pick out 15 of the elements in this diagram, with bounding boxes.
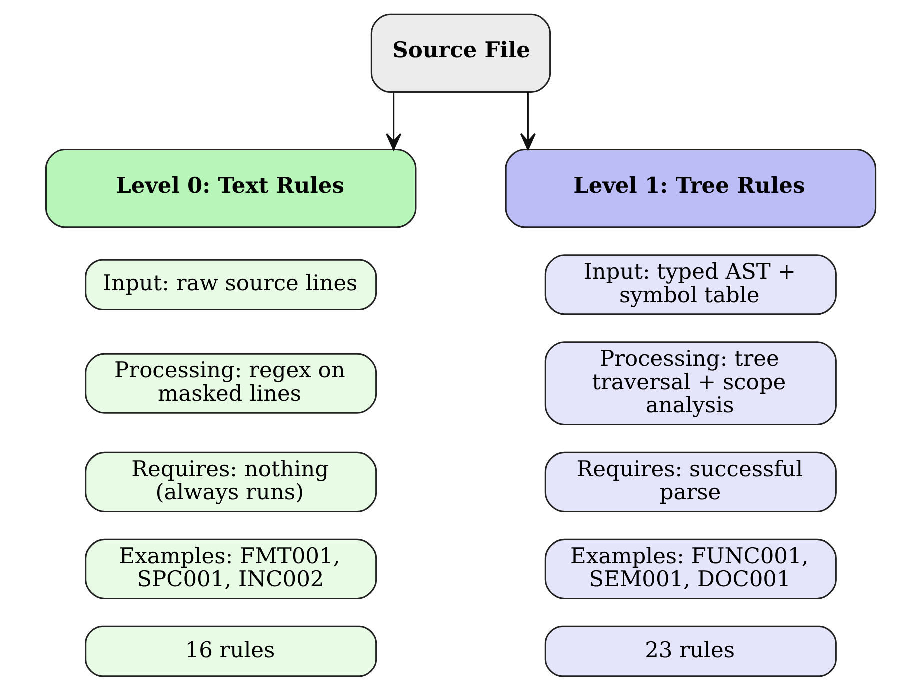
node-box: Requires: successful parse xyxy=(544,452,837,512)
node-box: Level 1: Tree Rules xyxy=(505,148,877,228)
arrow xyxy=(520,92,536,150)
node-box: 23 rules xyxy=(544,626,837,678)
node-box: Processing: regex on masked lines xyxy=(85,353,378,414)
node-box: 16 rules xyxy=(85,626,378,678)
node-box: Examples: FMT001, SPC001, INC002 xyxy=(85,538,378,600)
node-box: Processing: tree traversal + scope analysis xyxy=(544,342,837,426)
node-box: Input: raw source lines xyxy=(85,259,378,311)
node-box: Level 0: Text Rules xyxy=(45,148,417,228)
node-box: Input: typed AST + symbol table xyxy=(544,254,837,316)
node-box: Examples: FUNC001, SEM001, DOC001 xyxy=(544,538,837,600)
arrow xyxy=(386,92,402,150)
node-box: Source File xyxy=(370,14,552,94)
node-box: Requires: nothing (always runs) xyxy=(85,452,378,512)
